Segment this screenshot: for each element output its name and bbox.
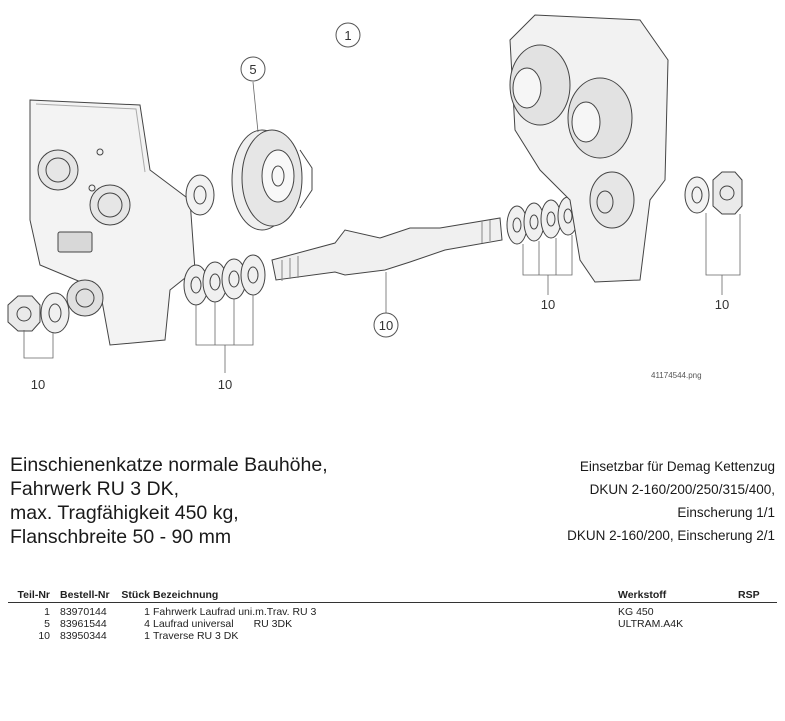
callout-bubble-1: [335, 22, 361, 48]
callout-label-10-left-rings: 10: [218, 377, 232, 392]
usage-note: Einsetzbar für Demag Kettenzug DKUN 2-16…: [567, 455, 775, 547]
running-wheel: [231, 129, 313, 231]
header-rsp: RSP: [738, 589, 760, 601]
usage-line: DKUN 2-160/200/250/315/400,: [589, 482, 775, 497]
traverse-shaft: [271, 217, 503, 281]
callout-label-10-left-nut: 10: [31, 377, 45, 392]
right-washer: [684, 176, 710, 214]
header-bestell-nr: Bestell-Nr: [60, 589, 110, 601]
cell-teil-nr: 5: [44, 618, 50, 630]
callout-label-10-right-rings: 10: [541, 297, 555, 312]
small-washer: [185, 174, 215, 216]
cell-werkstoff: KG 450: [618, 606, 654, 618]
header-teil-nr: Teil-Nr: [17, 589, 50, 601]
cell-bezeichnung: Fahrwerk Laufrad uni.m.Trav. RU 3: [153, 606, 316, 618]
callout-label-10-shaft: 10: [379, 318, 393, 333]
table-row: 5 83961544 4 Laufrad universal RU 3DK ULT…: [8, 618, 777, 630]
callout-bubble-5: [240, 56, 266, 82]
cell-teil-nr: 1: [44, 606, 50, 618]
cell-stueck: 1: [144, 606, 150, 618]
cell-bestell-nr: 83961544: [60, 618, 107, 630]
title-line: Fahrwerk RU 3 DK,: [10, 478, 180, 500]
right-spacer-rings: [506, 196, 579, 245]
cell-bestell-nr: 83970144: [60, 606, 107, 618]
right-nut: [712, 171, 743, 215]
header-werkstoff: Werkstoff: [618, 589, 667, 601]
table-row: 1 83970144 1 Fahrwerk Laufrad uni.m.Trav…: [8, 606, 777, 618]
left-nut: [7, 295, 41, 332]
cell-bezeichnung-text: Laufrad universal: [153, 618, 234, 630]
callout-bubble-10: [373, 312, 399, 338]
drawing-file-reference: 41174544.png: [651, 371, 702, 380]
parts-table-header: Teil-Nr Bestell-Nr Stück Bezeichnung Wer…: [8, 589, 777, 603]
cell-bezeichnung: Traverse RU 3 DK: [153, 630, 238, 642]
header-bezeichnung: Bezeichnung: [153, 589, 219, 601]
cell-bezeichnung-text: Traverse RU 3 DK: [153, 630, 239, 642]
left-side-plate: [29, 99, 196, 346]
cell-stueck: 4: [144, 618, 150, 630]
cell-bezeichnung-type: RU 3DK: [253, 618, 293, 630]
callout-label-1: 1: [344, 28, 351, 43]
title-line: Flanschbreite 50 - 90 mm: [10, 526, 232, 548]
exploded-view-drawing: 1 5 10 10 10 10 10: [7, 14, 743, 392]
cell-bezeichnung-text: Fahrwerk Laufrad uni.m.Trav. RU 3: [153, 606, 317, 618]
usage-line: DKUN 2-160/200, Einscherung 2/1: [567, 528, 775, 543]
cell-werkstoff: ULTRAM.A4K: [618, 618, 684, 630]
title-line: Einschienenkatze normale Bauhöhe,: [10, 454, 328, 476]
cell-stueck: 1: [144, 630, 150, 642]
callout-label-10-right-nut: 10: [715, 297, 729, 312]
right-trolley-frame: [509, 14, 669, 283]
usage-line: Einscherung 1/1: [677, 505, 775, 520]
cell-teil-nr: 10: [38, 630, 50, 642]
title-line: max. Tragfähigkeit 450 kg,: [10, 502, 239, 524]
product-title: Einschienenkatze normale Bauhöhe, Fahrwe…: [10, 453, 328, 549]
table-row: 10 83950344 1 Traverse RU 3 DK: [8, 630, 777, 642]
callout-label-5: 5: [249, 62, 256, 77]
cell-bestell-nr: 83950344: [60, 630, 107, 642]
cell-bezeichnung: Laufrad universal RU 3DK: [153, 618, 292, 630]
header-stueck: Stück: [121, 589, 150, 601]
parts-table: Teil-Nr Bestell-Nr Stück Bezeichnung Wer…: [8, 589, 777, 642]
usage-line: Einsetzbar für Demag Kettenzug: [579, 459, 775, 474]
leader-lines: [23, 81, 741, 373]
left-washer: [40, 292, 70, 334]
left-spacer-rings: [183, 254, 266, 306]
